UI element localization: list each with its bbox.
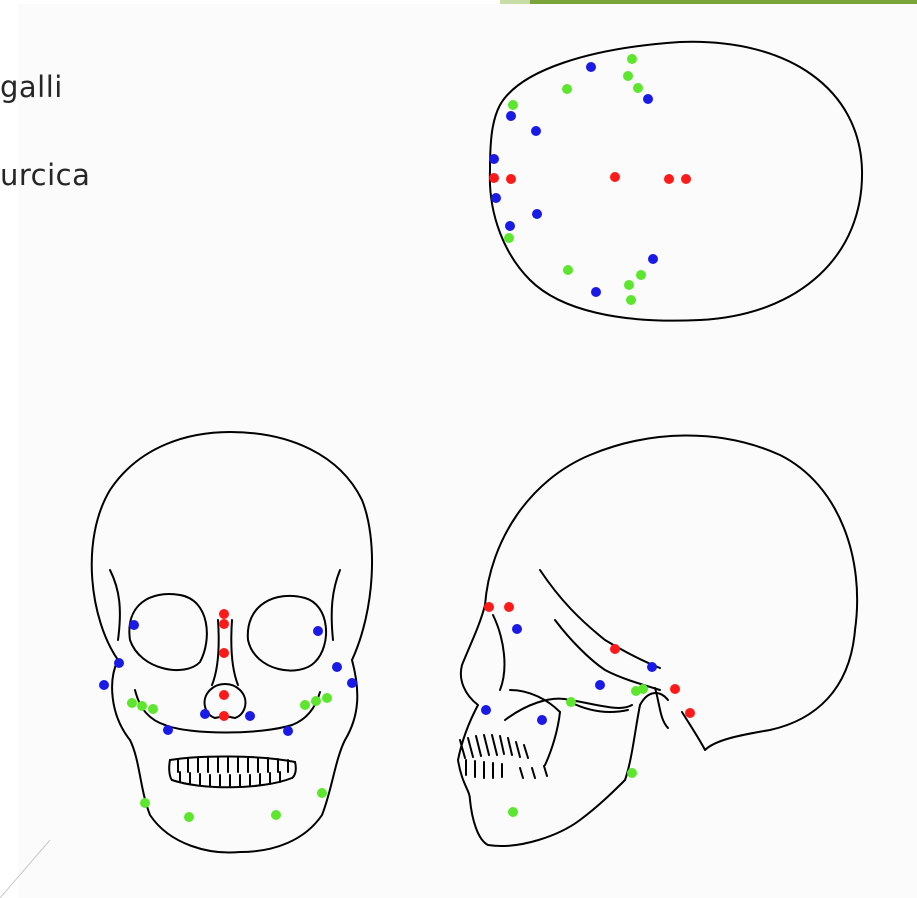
landmark-blue [283,726,293,736]
skull-lateral-view [458,435,857,845]
frontal-landmarks [99,609,357,822]
landmark-blue [489,154,499,164]
landmark-red [681,174,691,184]
landmark-green [636,270,646,280]
landmark-blue [647,662,657,672]
skull-frontal-view [92,432,372,853]
landmark-green [504,233,514,243]
landmark-green [508,100,518,110]
landmark-green [127,698,137,708]
landmark-green [317,788,327,798]
landmark-green [562,84,572,94]
landmark-blue [506,111,516,121]
landmark-blue [586,62,596,72]
landmark-blue [481,705,491,715]
landmark-blue [595,680,605,690]
landmark-blue [332,662,342,672]
landmark-blue [245,711,255,721]
landmark-red [219,609,229,619]
landmark-green [624,280,634,290]
landmark-green [627,54,637,64]
landmark-green [184,812,194,822]
landmark-red [484,602,494,612]
landmark-blue [200,709,210,719]
landmark-red [219,648,229,658]
landmark-blue [537,715,547,725]
landmark-green [626,295,636,305]
landmark-red [506,174,516,184]
landmark-blue [129,620,139,630]
landmark-red [219,690,229,700]
landmark-blue [99,680,109,690]
landmark-blue [491,193,501,203]
landmark-blue [114,658,124,668]
landmark-green [311,696,321,706]
landmark-blue [347,678,357,688]
landmark-red [685,708,695,718]
lateral-teeth [460,735,547,778]
frontal-teeth [178,757,288,786]
landmark-blue [532,209,542,219]
landmark-green [508,807,518,817]
landmark-blue [531,126,541,136]
landmark-green [566,697,576,707]
landmark-green [633,83,643,93]
landmark-red [610,644,620,654]
landmark-blue [512,624,522,634]
landmark-red [664,174,674,184]
landmark-red [670,684,680,694]
landmark-green [271,810,281,820]
landmark-green [623,71,633,81]
landmark-green [148,704,158,714]
landmark-red [219,619,229,629]
landmark-blue [648,254,658,264]
landmark-red [219,711,229,721]
skull-superior-view [490,42,862,321]
landmark-blue [505,221,515,231]
slide-corner-decoration [0,840,60,898]
landmark-green [140,798,150,808]
landmark-green [300,700,310,710]
landmark-blue [643,94,653,104]
landmark-blue [163,725,173,735]
landmark-green [638,684,648,694]
landmark-red [504,602,514,612]
landmark-blue [591,287,601,297]
landmark-green [322,693,332,703]
landmark-green [137,701,147,711]
landmark-red [489,173,499,183]
landmark-green [627,768,637,778]
landmark-blue [313,626,323,636]
landmark-red [610,172,620,182]
landmark-green [563,265,573,275]
